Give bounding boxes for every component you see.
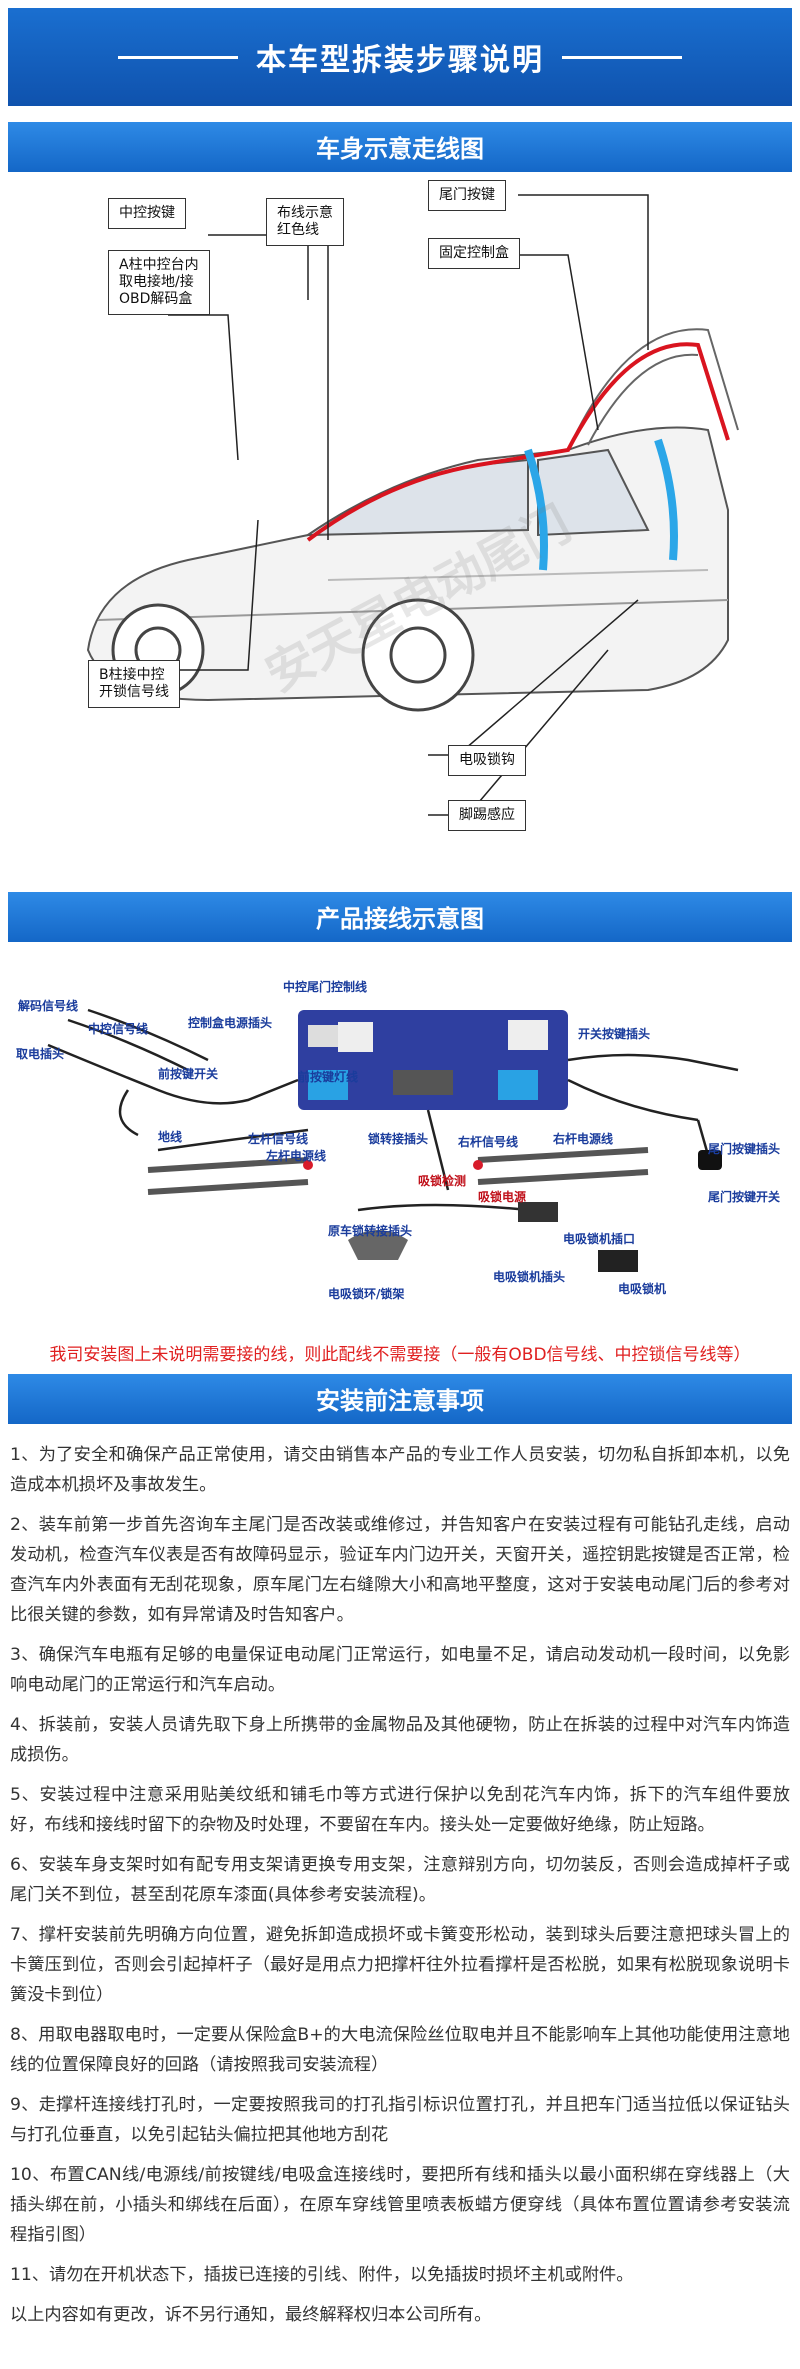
red-note: 我司安装图上未说明需要接的线，则此配线不需要接（一般有OBD信号线、中控锁信号线… <box>49 1345 751 1365</box>
label-decode-signal: 解码信号线 <box>18 999 79 1013</box>
section-header-wiring-route: 车身示意走线图 <box>8 122 792 172</box>
note-item: 以上内容如有更改，诉不另行通知，最终解释权归本公司所有。 <box>10 2305 492 2325</box>
car-diagram: 中控按键 A柱中控台内 取电接地/接 OBD解码盒 布线示意 红色线 尾门按键 … <box>8 180 792 831</box>
note-item: 2、装车前第一步首先咨询车主尾门是否改装或维修过，并告知客户在安装过程有可能钻孔… <box>10 1515 790 1625</box>
label-left-rod-signal: 左杆信号线 <box>248 1132 309 1146</box>
label-power-plug: 取电插头 <box>16 1047 65 1061</box>
section-title: 安装前注意事项 <box>316 1386 484 1415</box>
label-right-rod-signal: 右杆信号线 <box>458 1135 519 1149</box>
page-title: 本车型拆装步骤说明 <box>256 43 544 78</box>
car-illustration <box>86 194 739 816</box>
label-suction-lock-plug: 电吸锁机插头 <box>493 1270 566 1284</box>
label-front-button-light: 前按键灯线 <box>298 1070 359 1084</box>
label-ctrl-power-plug: 控制盒电源插头 <box>188 1016 273 1030</box>
label-tail-button-switch: 尾门按键开关 <box>708 1190 781 1204</box>
label-center-tail-ctrl: 中控尾门控制线 <box>283 980 368 994</box>
label-suction-lock-port: 电吸锁机插口 <box>563 1232 636 1246</box>
section-title: 产品接线示意图 <box>316 904 484 933</box>
note-item: 11、请勿在开机状态下，插拔已连接的引线、附件，以免插拔时损坏主机或附件。 <box>10 2265 634 2285</box>
tag-suction-lock: 电吸锁钩 <box>448 745 526 776</box>
label-suction-lock-wire: 吸锁检测 <box>418 1174 467 1188</box>
precautions-list: 1、为了安全和确保产品正常使用，请交由销售本产品的专业工作人员安装，切勿私自拆卸… <box>10 1440 790 2340</box>
note-item: 10、布置CAN线/电源线/前按键线/电吸盒连接线时，要把所有线和插头以最小面积… <box>10 2165 790 2245</box>
tag-fixed-box: 固定控制盒 <box>428 238 520 269</box>
tag-kick-sensor: 脚踢感应 <box>448 800 526 831</box>
label-lock-adapter: 锁转接插头 <box>368 1132 429 1146</box>
note-item: 3、确保汽车电瓶有足够的电量保证电动尾门正常运行，如电量不足，请启动发动机一段时… <box>10 1645 790 1695</box>
tag-tail-button: 尾门按键 <box>428 180 506 211</box>
label-tail-button-plug: 尾门按键插头 <box>708 1142 781 1156</box>
tag-route-red: 布线示意 红色线 <box>266 198 344 246</box>
wiring-diagram: 中控尾门控制线 解码信号线 中控信号线 控制盒电源插头 取电插头 前按键开关 前… <box>8 950 792 1330</box>
note-item: 6、安装车身支架时如有配专用支架请更换专用支架，注意辩别方向，切勿装反，否则会造… <box>10 1855 790 1905</box>
note-item: 4、拆装前，安装人员请先取下身上所携带的金属物品及其他硬物，防止在拆装的过程中对… <box>10 1715 790 1765</box>
note-item: 1、为了安全和确保产品正常使用，请交由销售本产品的专业工作人员安装，切勿私自拆卸… <box>10 1445 790 1495</box>
label-front-button-switch: 前按键开关 <box>158 1067 219 1081</box>
tag-a-pillar: A柱中控台内 取电接地/接 OBD解码盒 <box>108 250 210 315</box>
label-suction-ring: 电吸锁环/锁架 <box>328 1287 405 1301</box>
hero-line-left <box>118 55 238 59</box>
note-item: 9、走撑杆连接线打孔时，一定要按照我司的打孔指引标识位置打孔，并且把车门适当拉低… <box>10 2095 790 2145</box>
label-left-rod-power: 左杆电源线 <box>266 1149 327 1163</box>
label-suction-power: 吸锁电源 <box>478 1190 527 1204</box>
label-switch-button-plug: 开关按键插头 <box>578 1027 651 1041</box>
note-item: 5、安装过程中注意采用贴美纹纸和铺毛巾等方式进行保护以免刮花汽车内饰，拆下的汽车… <box>10 1785 790 1835</box>
label-ground: 地线 <box>158 1130 183 1144</box>
label-right-rod-power: 右杆电源线 <box>553 1132 614 1146</box>
tag-center-button: 中控按键 <box>108 198 186 229</box>
section-header-product-wiring: 产品接线示意图 <box>8 892 792 942</box>
wiring-illustration <box>47 1008 739 1272</box>
section-title: 车身示意走线图 <box>316 134 484 163</box>
section-header-precautions: 安装前注意事项 <box>8 1374 792 1424</box>
note-item: 8、用取电器取电时，一定要从保险盒B+的大电流保险丝位取电并且不能影响车上其他功… <box>10 2025 790 2075</box>
label-orig-lock-adapter: 原车锁转接插头 <box>328 1224 413 1238</box>
label-suction-machine: 电吸锁机 <box>618 1282 667 1296</box>
hero-line-right <box>562 55 682 59</box>
hero-banner: 本车型拆装步骤说明 <box>8 8 792 106</box>
note-item: 7、撑杆安装前先明确方向位置，避免拆卸造成损坏或卡簧变形松动，装到球头后要注意把… <box>10 1925 790 2005</box>
label-center-signal: 中控信号线 <box>88 1022 149 1036</box>
tag-b-pillar: B柱接中控 开锁信号线 <box>88 660 180 708</box>
